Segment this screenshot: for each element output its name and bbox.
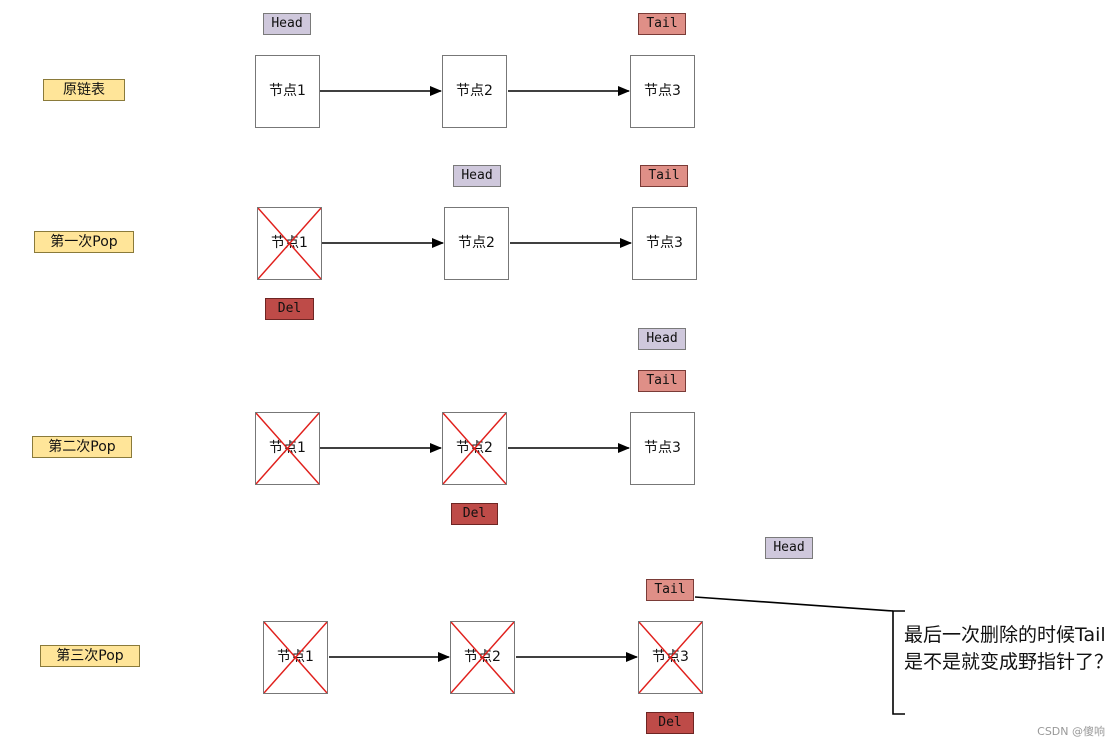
del-tag: Del (451, 503, 498, 525)
del-tag: Del (265, 298, 314, 320)
node-3: 节点3 (630, 412, 695, 485)
row-label-original: 原链表 (43, 79, 125, 101)
node-3: 节点3 (632, 207, 697, 280)
node-3-deleted: 节点3 (638, 621, 703, 694)
node-label: 节点3 (646, 235, 683, 251)
node-2-deleted: 节点2 (442, 412, 507, 485)
callout-bracket (892, 610, 905, 715)
node-label: 节点3 (644, 83, 681, 99)
node-1: 节点1 (255, 55, 320, 128)
node-1-deleted: 节点1 (257, 207, 322, 280)
node-2: 节点2 (442, 55, 507, 128)
callout-note: 最后一次删除的时候Tail是不是就变成野指针了？ (904, 624, 1114, 673)
node-label: 节点1 (271, 235, 308, 251)
watermark: CSDN @傻响 (1037, 725, 1105, 738)
node-label: 节点2 (458, 235, 495, 251)
del-tag: Del (646, 712, 694, 734)
node-label: 节点2 (456, 440, 493, 456)
row-label-second-pop: 第二次Pop (32, 436, 132, 458)
node-label: 节点3 (644, 440, 681, 456)
row-label-first-pop: 第一次Pop (34, 231, 134, 253)
node-label: 节点1 (269, 83, 306, 99)
head-tag: Head (765, 537, 813, 559)
node-label: 节点2 (464, 649, 501, 665)
tail-tag: Tail (638, 13, 686, 35)
head-tag: Head (453, 165, 501, 187)
node-1-deleted: 节点1 (263, 621, 328, 694)
tail-tag: Tail (640, 165, 688, 187)
row-label-third-pop: 第三次Pop (40, 645, 140, 667)
callout-line (694, 596, 894, 612)
node-3: 节点3 (630, 55, 695, 128)
node-label: 节点1 (269, 440, 306, 456)
tail-tag: Tail (646, 579, 694, 601)
node-2: 节点2 (444, 207, 509, 280)
head-tag: Head (263, 13, 311, 35)
head-tag: Head (638, 328, 686, 350)
node-label: 节点1 (277, 649, 314, 665)
node-label: 节点2 (456, 83, 493, 99)
node-2-deleted: 节点2 (450, 621, 515, 694)
node-label: 节点3 (652, 649, 689, 665)
tail-tag: Tail (638, 370, 686, 392)
node-1-deleted: 节点1 (255, 412, 320, 485)
